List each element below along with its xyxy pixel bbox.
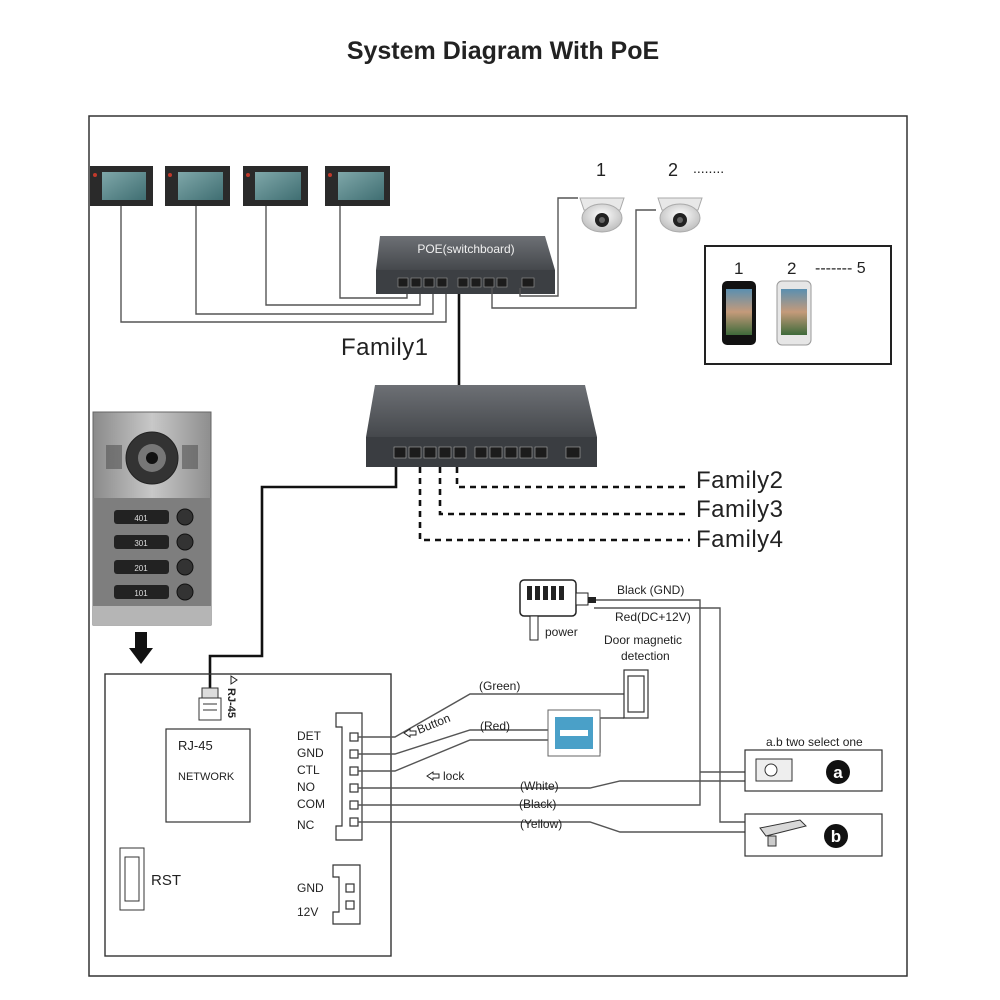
lock-select-text: a.b two select one xyxy=(766,735,863,749)
camera-wires xyxy=(491,197,656,309)
terminal-label: NC xyxy=(297,818,315,832)
camera-2-label: 2 xyxy=(668,160,678,180)
terminal-label: COM xyxy=(297,797,325,811)
power-label: power xyxy=(545,625,578,639)
panel-button-label: 101 xyxy=(134,589,148,598)
outer-frame xyxy=(88,115,908,977)
family3-label: Family3 xyxy=(696,496,784,523)
wire-yellow-label: (Yellow) xyxy=(520,817,562,831)
panel-button-label: 301 xyxy=(134,539,148,548)
wire-red-label: (Red) xyxy=(480,719,510,733)
family4-label: Family4 xyxy=(696,526,784,553)
panel-button-label: 201 xyxy=(134,564,148,573)
dome-camera-2 xyxy=(657,197,703,233)
panel-button-label: 401 xyxy=(134,514,148,523)
main-poe-switch xyxy=(366,385,597,467)
poe-switchboard: POE(switchboard) xyxy=(376,236,555,294)
lock-label: lock xyxy=(443,769,465,783)
speaker-grille xyxy=(106,445,198,469)
outdoor-door-panel: 401 301 201 101 xyxy=(92,411,212,626)
button-arrow-icon xyxy=(403,728,417,738)
panel-buttons: 401 301 201 101 xyxy=(114,508,194,601)
terminal-labels: DET GND CTL NO COM NC xyxy=(297,729,325,832)
network-cable xyxy=(208,467,398,688)
rst-button xyxy=(119,847,145,911)
red-dc-label: Red(DC+12V) xyxy=(615,610,691,624)
indoor-monitor-4 xyxy=(325,166,390,206)
power-adapter-icon xyxy=(519,579,596,641)
lock-arrow-icon xyxy=(426,771,440,781)
wire-green-label: (Green) xyxy=(479,679,520,693)
terminal-block-6pin xyxy=(335,712,363,841)
family2-label: Family2 xyxy=(696,467,784,494)
rj45-network-box xyxy=(165,728,251,823)
smartphones-box: 1 2 ------- 5 xyxy=(704,245,892,365)
camera-more-label: ........ xyxy=(693,160,724,176)
exit-button-device xyxy=(547,709,601,757)
page-title: System Diagram With PoE xyxy=(347,37,659,65)
phone-more-label: ------- 5 xyxy=(815,260,866,277)
terminal-label: CTL xyxy=(297,763,320,777)
rst-label: RST xyxy=(151,872,181,889)
terminal-label: NO xyxy=(297,780,315,794)
indoor-monitor-2 xyxy=(165,166,230,206)
poe-switch-label: POE(switchboard) xyxy=(417,242,514,256)
camera-1-label: 1 xyxy=(596,160,606,180)
door-magnetic-label: Door magnetic xyxy=(604,633,682,647)
wire-white-label: (White) xyxy=(520,779,559,793)
rj45-side-label: RJ-45 xyxy=(225,688,237,718)
phone-1-label: 1 xyxy=(734,259,743,278)
terminal-block-power xyxy=(332,864,361,925)
dome-camera-1 xyxy=(579,197,625,233)
lock-a-label: a xyxy=(833,763,843,782)
arrow-icon xyxy=(230,675,238,685)
indoor-monitor-3 xyxy=(243,166,308,206)
black-gnd-label: Black (GND) xyxy=(617,583,684,597)
terminal-label: DET xyxy=(297,729,322,743)
lock-a-box: a xyxy=(744,749,883,792)
down-arrow-icon xyxy=(129,632,153,664)
door-magnetic-sensor xyxy=(623,669,649,719)
door-magnetic-label: detection xyxy=(621,649,670,663)
lock-b-box: b xyxy=(744,813,883,857)
wire-black-label: (Black) xyxy=(519,797,556,811)
network-label: NETWORK xyxy=(178,771,235,783)
rj45-box-label: RJ-45 xyxy=(178,738,213,753)
control-wires xyxy=(358,599,745,833)
family-dashed-lines xyxy=(418,467,690,542)
power-terminal-label: GND xyxy=(297,881,324,895)
indoor-monitors xyxy=(90,166,390,206)
terminal-label: GND xyxy=(297,746,324,760)
controller-board xyxy=(104,673,392,957)
rj45-connector-icon xyxy=(198,687,222,721)
monitor-wires xyxy=(120,206,447,323)
lock-b-label: b xyxy=(831,827,841,846)
indoor-monitor-1 xyxy=(90,166,153,206)
family1-label: Family1 xyxy=(341,334,429,361)
power-terminal-label: 12V xyxy=(297,905,318,919)
phone-2-label: 2 xyxy=(787,259,796,278)
